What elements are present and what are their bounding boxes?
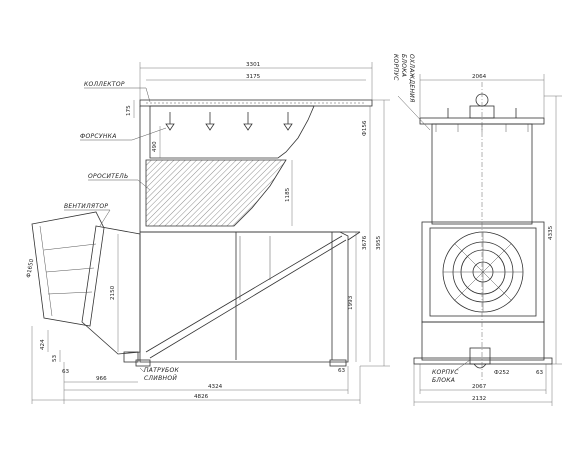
main-casing [139,106,349,363]
dim-3175: 3175 [246,74,261,80]
fan-diffuser [81,225,141,355]
dim-2067: 2067 [472,384,487,390]
drain-pipe [123,351,139,363]
dim-2132: 2132 [472,396,486,402]
label-cooling-housing-2: БЛОКА [400,54,407,77]
dim-63-left: 63 [62,369,70,375]
collector-body [149,105,315,159]
drain-slope [149,239,347,359]
dim-d252: Ф252 [494,370,510,376]
front-view-dimensions: 2064 4335 Ф252 63 2067 2132 [413,74,562,406]
dim-2064: 2064 [472,74,487,80]
label-collector: КОЛЛЕКТОР [84,81,125,88]
dim-63-right: 63 [338,368,346,374]
label-drain-pipe-2: СЛИВНОЙ [144,375,177,382]
fan-housing [31,211,105,327]
dim-3676: 3676 [362,235,368,250]
dim-3955: 3955 [376,235,382,250]
side-view-labels: КОЛЛЕКТОР ФОРСУНКА ОРОСИТЕЛЬ ВЕНТИЛЯТОР … [64,81,179,382]
dim-2150: 2150 [110,285,116,300]
label-nozzle: ФОРСУНКА [80,133,117,140]
label-block-housing-2: БЛОКА [432,377,455,384]
dim-4335: 4335 [548,225,554,240]
front-nozzles [435,124,529,132]
dim-4826: 4826 [194,394,209,400]
dim-4324: 4324 [208,384,223,390]
dim-1993: 1993 [348,295,354,310]
label-block-housing-1: КОРПУС [432,369,459,376]
nozzle-row [165,112,293,131]
dim-175: 175 [126,105,132,116]
label-irrigator: ОРОСИТЕЛЬ [88,173,129,180]
dim-d1650: Ф1650 [26,258,35,278]
dim-1185: 1185 [285,187,291,202]
dim-3301: 3301 [246,62,261,68]
dim-424: 424 [40,339,46,350]
dim-63-front: 63 [536,370,544,376]
side-view-dimensions: 3301 3175 175 490 1185 Ф1650 2150 424 53… [26,62,390,404]
dim-490: 490 [152,141,158,152]
irrigator-block [146,160,286,226]
label-drain-pipe-1: ПАТРУБОК [144,367,179,374]
dim-d156: Ф156 [362,120,368,136]
dim-53: 53 [52,354,58,362]
block-housing [421,321,545,361]
dim-966: 966 [96,376,107,382]
label-cooling-housing-1: КОРПУС [392,54,399,81]
front-view [413,82,553,380]
side-view [31,99,373,367]
label-fan: ВЕНТИЛЯТОР [64,203,108,210]
front-view-labels: КОРПУС БЛОКА ОХЛАЖДЕНИЯ КОРПУС БЛОКА [392,54,471,384]
label-cooling-housing-3: ОХЛАЖДЕНИЯ [408,54,415,103]
